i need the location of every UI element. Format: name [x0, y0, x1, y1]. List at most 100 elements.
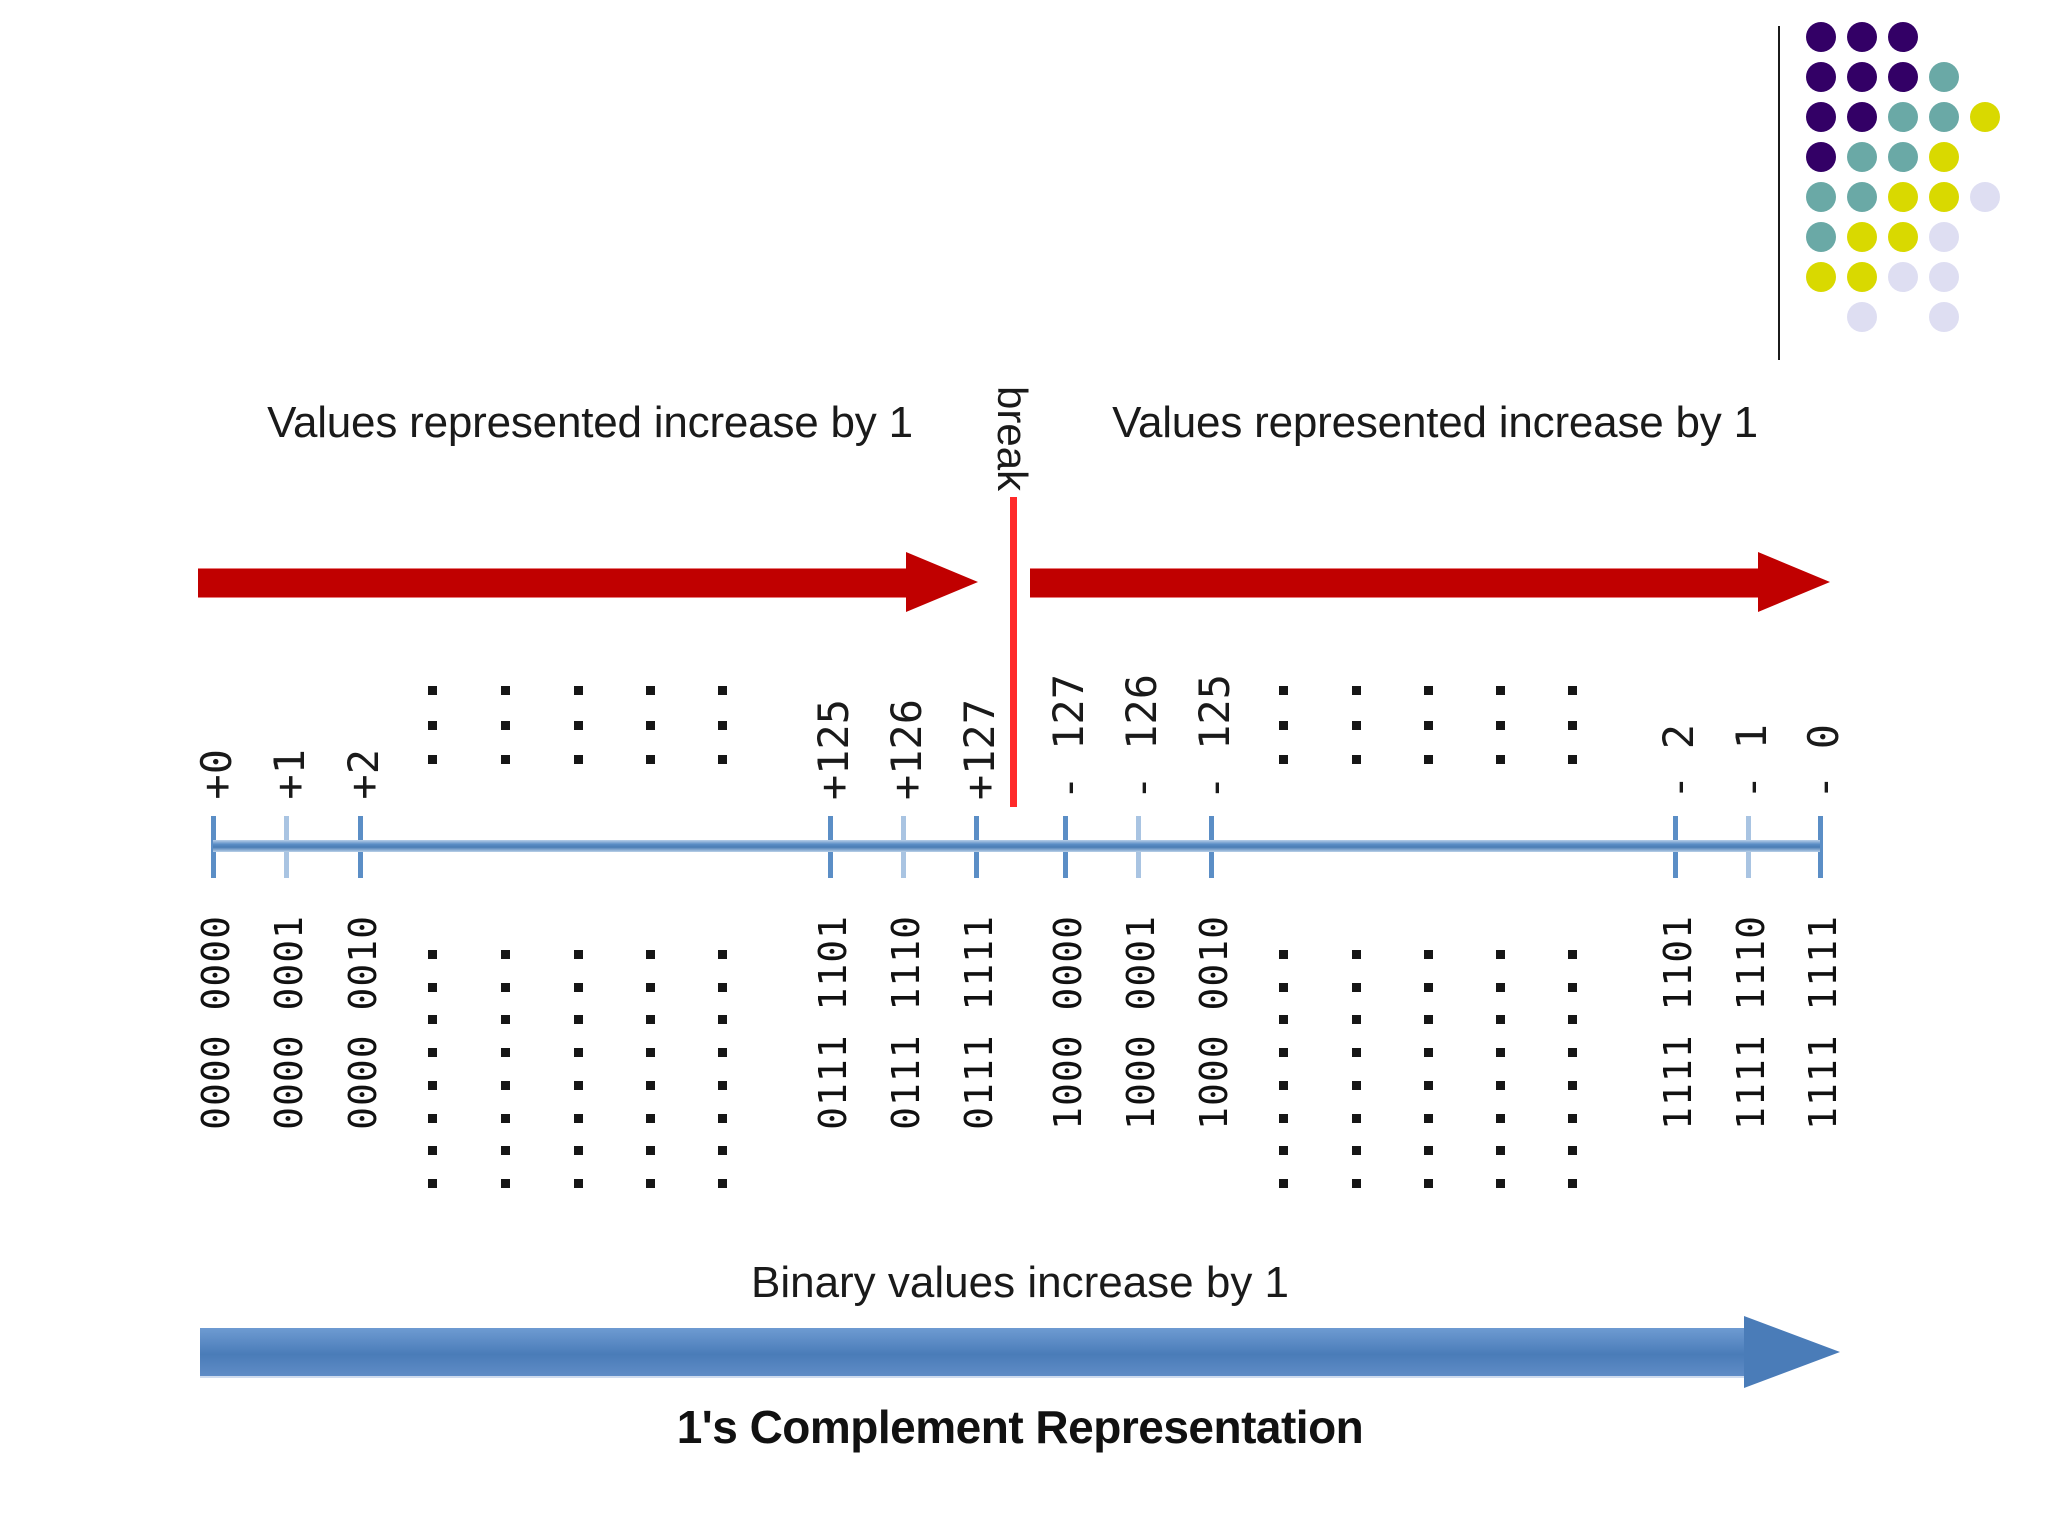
logo-dot-purple — [1806, 22, 1836, 52]
ellipsis-dot — [1278, 1048, 1288, 1058]
ellipsis-dot — [1351, 755, 1361, 764]
decimal-ellipsis — [1423, 686, 1433, 764]
ellipsis-dot — [1495, 1048, 1505, 1058]
ellipsis-dot — [1423, 755, 1433, 764]
logo-dot-teal — [1847, 182, 1877, 212]
ellipsis-dot — [645, 1048, 655, 1058]
ellipsis-dot — [1495, 1015, 1505, 1025]
decimal-ellipsis — [717, 686, 727, 764]
logo-dot-lavender — [1970, 182, 2000, 212]
logo-dot-lavender — [1888, 262, 1918, 292]
decimal-label: +2 — [339, 749, 388, 800]
ellipsis-dot — [1567, 720, 1577, 730]
ellipsis-dot — [717, 950, 727, 959]
logo-dot-yellow — [1847, 262, 1877, 292]
binary-label: 1000 0010 — [1192, 915, 1236, 1130]
decimal-label: +127 — [955, 698, 1004, 800]
binary-label: 1000 0001 — [1119, 915, 1163, 1130]
figure-title: 1's Complement Representation — [676, 1401, 1364, 1453]
ellipsis-dot — [1278, 950, 1288, 959]
logo-dot-teal — [1929, 62, 1959, 92]
ellipsis-dot — [573, 1146, 583, 1156]
ellipsis-dot — [645, 686, 655, 695]
logo-dot-purple — [1847, 22, 1877, 52]
binary-caption: Binary values increase by 1 — [750, 1258, 1290, 1307]
logo-dot-purple — [1806, 62, 1836, 92]
ellipsis-dot — [645, 720, 655, 730]
ellipsis-dot — [1567, 1015, 1577, 1025]
ellipsis-dot — [1278, 1178, 1288, 1188]
binary-label: 0000 0010 — [341, 915, 385, 1130]
decimal-label: +1 — [265, 749, 314, 800]
heading-right-values-increase: Values represented increase by 1 — [1112, 398, 1758, 447]
binary-ellipsis — [645, 950, 655, 1188]
ellipsis-dot — [500, 686, 510, 695]
binary-ellipsis — [717, 950, 727, 1188]
ellipsis-dot — [427, 1113, 437, 1123]
ellipsis-dot — [1495, 982, 1505, 992]
ellipsis-dot — [1423, 1048, 1433, 1058]
ellipsis-dot — [645, 1113, 655, 1123]
ellipsis-dot — [717, 1048, 727, 1058]
ellipsis-dot — [1351, 1048, 1361, 1058]
red-arrow-right-icon — [1030, 552, 1830, 612]
ellipsis-dot — [1567, 686, 1577, 695]
ellipsis-dot — [1278, 686, 1288, 695]
ellipsis-dot — [427, 686, 437, 695]
ellipsis-dot — [427, 720, 437, 730]
ellipsis-dot — [573, 1080, 583, 1090]
red-arrow-left-head — [906, 552, 978, 612]
ellipsis-dot — [500, 1080, 510, 1090]
ellipsis-dot — [1278, 1146, 1288, 1156]
ellipsis-dot — [1495, 1113, 1505, 1123]
blue-arrow-icon — [200, 1316, 1840, 1388]
ellipsis-dot — [717, 982, 727, 992]
binary-label: 1111 1110 — [1729, 915, 1773, 1130]
logo-dot-teal — [1806, 222, 1836, 252]
ellipsis-dot — [645, 982, 655, 992]
binary-label: 1000 0000 — [1046, 915, 1090, 1130]
logo-dot-lavender — [1929, 302, 1959, 332]
binary-label: 0111 1110 — [884, 915, 928, 1130]
decimal-label: +126 — [882, 698, 931, 800]
logo-dot-yellow — [1929, 142, 1959, 172]
red-arrow-right-head — [1758, 552, 1830, 612]
ellipsis-dot — [1278, 982, 1288, 992]
decimal-label: - 125 — [1190, 673, 1239, 800]
ellipsis-dot — [645, 755, 655, 764]
ellipsis-dot — [1567, 1048, 1577, 1058]
ellipsis-dot — [1423, 1178, 1433, 1188]
ellipsis-dot — [1567, 1178, 1577, 1188]
ellipsis-dot — [427, 1178, 437, 1188]
logo-dot-teal — [1806, 182, 1836, 212]
binary-label: 0000 0001 — [267, 915, 311, 1130]
decimal-ellipsis — [1567, 686, 1577, 764]
logo-dot-matrix-icon — [1806, 22, 2038, 362]
ellipsis-dot — [427, 1048, 437, 1058]
logo-dot-purple — [1806, 142, 1836, 172]
ellipsis-dot — [1423, 1146, 1433, 1156]
ellipsis-dot — [717, 720, 727, 730]
logo-dot-yellow — [1970, 102, 2000, 132]
blue-arrow-shaft — [200, 1328, 1745, 1378]
ellipsis-dot — [1423, 1015, 1433, 1025]
ellipsis-dot — [427, 950, 437, 959]
ellipsis-dot — [1567, 1146, 1577, 1156]
binary-ellipsis — [1495, 950, 1505, 1188]
ellipsis-dot — [717, 686, 727, 695]
logo-dot-yellow — [1888, 182, 1918, 212]
decimal-ellipsis — [1278, 686, 1288, 764]
binary-label: 0000 0000 — [194, 915, 238, 1130]
number-line-axis — [213, 840, 1820, 852]
logo-dot-teal — [1888, 102, 1918, 132]
ellipsis-dot — [1423, 1113, 1433, 1123]
binary-label: 0111 1111 — [957, 915, 1001, 1130]
ellipsis-dot — [1423, 686, 1433, 695]
logo-dot-yellow — [1847, 222, 1877, 252]
ellipsis-dot — [1423, 1080, 1433, 1090]
brand-logo — [1778, 22, 2038, 362]
ellipsis-dot — [1351, 1080, 1361, 1090]
ellipsis-dot — [1495, 1178, 1505, 1188]
ellipsis-dot — [717, 1146, 727, 1156]
